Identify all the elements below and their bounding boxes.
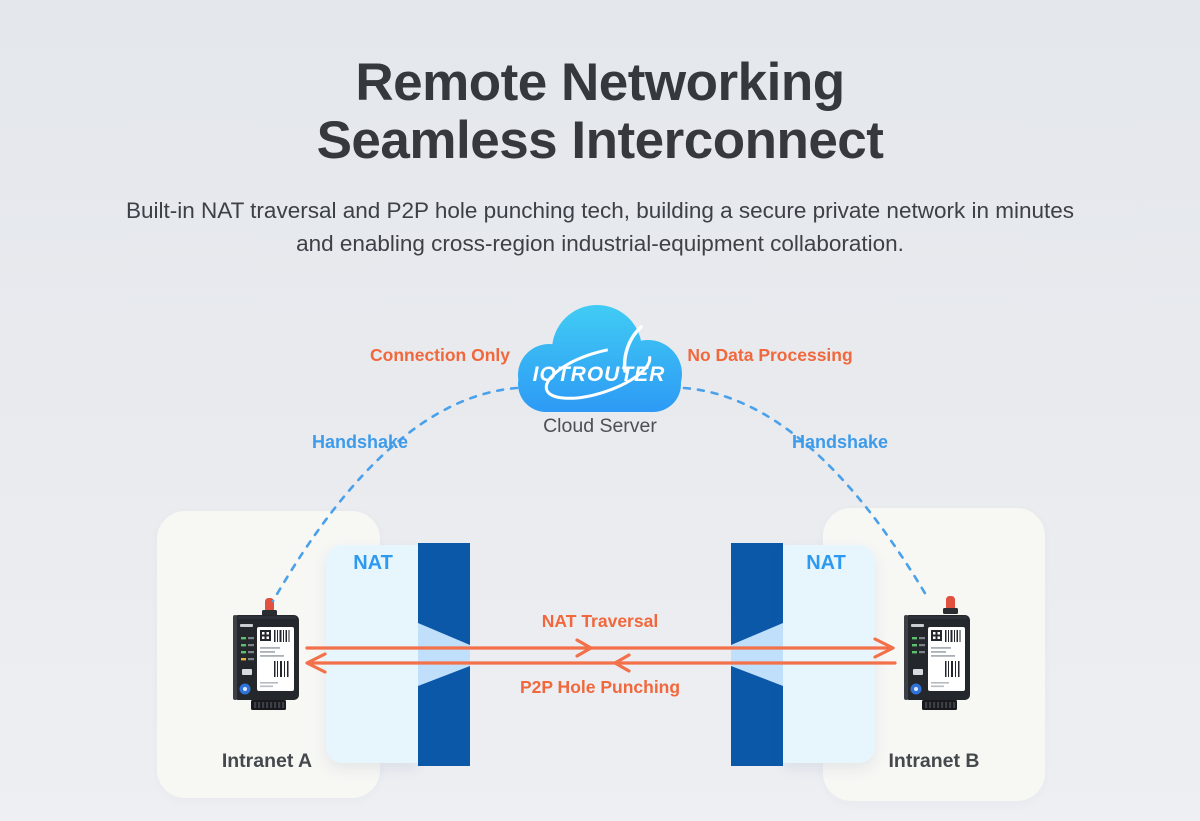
- intranet-b-label: Intranet B: [888, 750, 980, 772]
- model-tag: [913, 669, 923, 675]
- page-title-line2: Seamless Interconnect: [316, 111, 884, 170]
- nat-label-left: NAT: [353, 552, 393, 574]
- qr-code-icon: [260, 630, 271, 641]
- barcode-icon: [945, 630, 961, 642]
- cloud-icon: IOTROUTER: [518, 305, 682, 412]
- handshake-label-right: Handshake: [791, 432, 889, 452]
- gear-icon: [239, 683, 251, 695]
- model-tag: [242, 669, 252, 675]
- device-label: [257, 627, 294, 691]
- nat-wall-panel-right: [783, 545, 875, 763]
- page-subtitle-line2: and enabling cross-region industrial-equ…: [296, 231, 904, 256]
- led-indicators-icon: [241, 637, 254, 661]
- nat-wall-bar-left: [418, 543, 470, 766]
- page-title-line1: Remote Networking: [355, 53, 845, 112]
- nat-wall-bar-right: [731, 543, 783, 766]
- nat-wall-panel-left: [326, 545, 418, 763]
- router-device-a: [230, 597, 304, 715]
- cloud-logo-text: IOTROUTER: [533, 363, 666, 386]
- barcode2-icon: [274, 661, 289, 677]
- antenna-icon: [943, 596, 958, 614]
- router-device-b: [901, 595, 975, 713]
- connection-only-label: Connection Only: [370, 345, 510, 365]
- din-connector-icon: [922, 700, 957, 710]
- p2p-hole-punching-label: P2P Hole Punching: [519, 677, 681, 697]
- gear-icon: [910, 683, 922, 695]
- no-data-processing-label: No Data Processing: [687, 345, 853, 365]
- din-connector-icon: [251, 700, 286, 710]
- antenna-icon: [262, 598, 277, 616]
- cloud-server-caption: Cloud Server: [543, 415, 657, 437]
- nat-traversal-label: NAT Traversal: [541, 611, 659, 631]
- cloud-highlight: [622, 325, 643, 373]
- logo-swoosh-icon: [544, 346, 652, 400]
- page-subtitle-line1: Built-in NAT traversal and P2P hole punc…: [125, 198, 1075, 223]
- device-label: [928, 627, 965, 691]
- barcode2-icon: [945, 661, 960, 677]
- barcode-icon: [274, 630, 290, 642]
- led-indicators-icon: [912, 637, 925, 654]
- qr-code-icon: [931, 630, 942, 641]
- nat-label-right: NAT: [806, 552, 846, 574]
- handshake-label-left: Handshake: [311, 432, 409, 452]
- intranet-a-label: Intranet A: [221, 750, 313, 772]
